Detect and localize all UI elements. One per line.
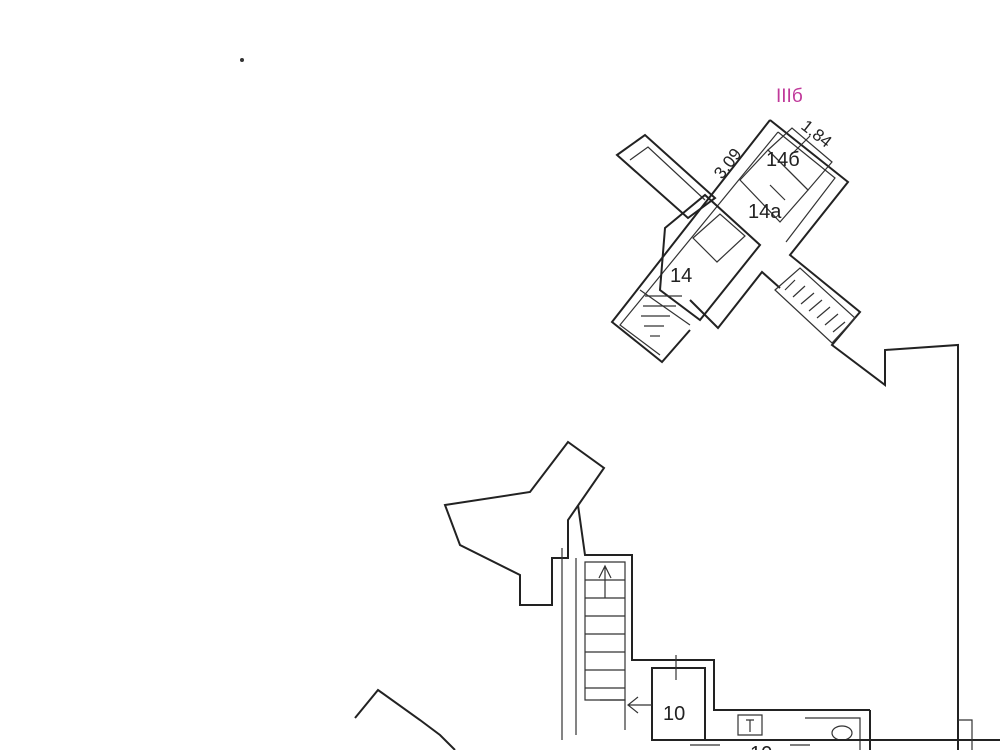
room-label-14a: 14а (748, 201, 782, 223)
lower-wing (354, 440, 1000, 750)
lower-left-diagonal (354, 688, 456, 750)
upper-wing (610, 119, 959, 750)
room-label-14b: 14б (766, 149, 800, 171)
upper-stair-hatch (639, 289, 691, 337)
room-label-10: 10 (663, 703, 685, 725)
upper-main-outline (769, 119, 959, 750)
dimension-3-09: 3.09 (710, 145, 745, 183)
room-14-outline (658, 193, 762, 322)
lower-left-wall (443, 440, 606, 606)
room-label-10-partial: 10 (750, 743, 772, 750)
upper-right-hatch (774, 267, 856, 344)
upper-left-arm (615, 133, 717, 220)
section-label: IIIб (776, 86, 803, 107)
fixture-box (737, 714, 763, 736)
stray-dot (240, 58, 244, 62)
lower-stair (584, 561, 626, 730)
room-label-14: 14 (670, 265, 692, 287)
room-14a-outline (739, 149, 809, 223)
